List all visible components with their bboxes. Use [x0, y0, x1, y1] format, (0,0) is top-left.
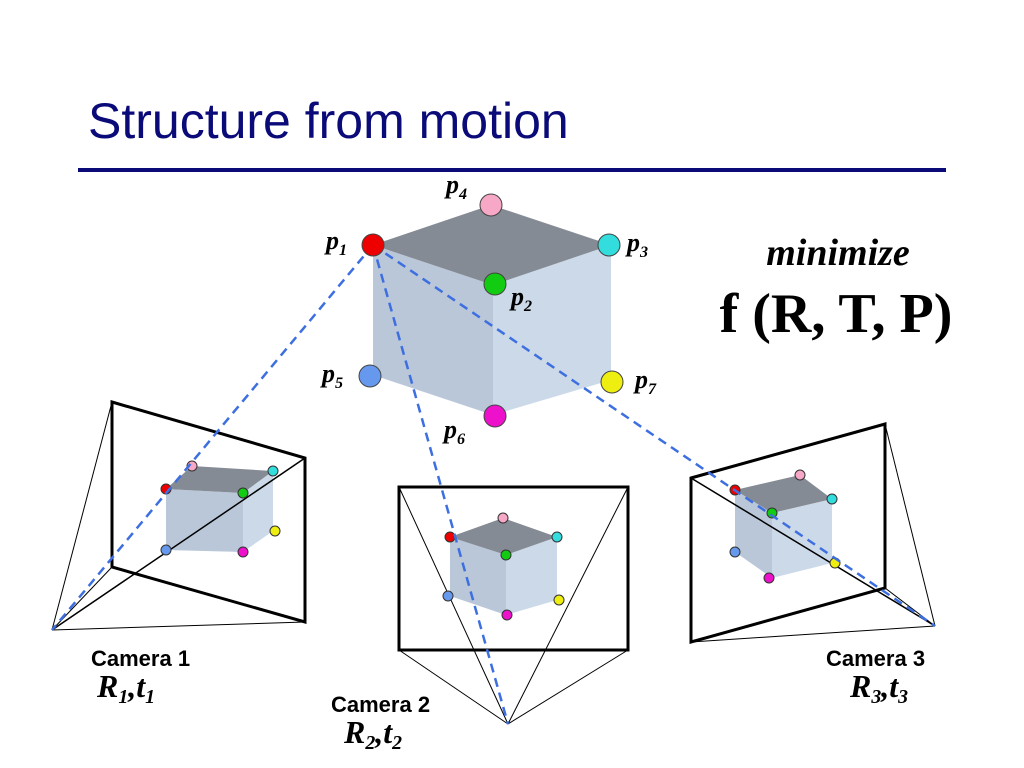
cube-right-face [493, 245, 611, 415]
label-p7: p7 [633, 365, 657, 398]
point-p7 [600, 370, 624, 394]
point-p2 [483, 272, 507, 296]
point-p6 [483, 404, 507, 428]
camera-3 [689, 422, 936, 644]
cam1-proj-p6 [237, 546, 249, 558]
cam1-proj-p2 [237, 487, 249, 499]
cam3-proj-p5 [729, 546, 741, 558]
camera-labels: Camera 1 R1,t1 Camera 2 R2,t2 Camera 3 R… [91, 646, 925, 754]
cam2-proj-p3 [551, 531, 563, 543]
ray-to-camera-2 [371, 244, 510, 725]
cam1-proj-p5 [160, 544, 172, 556]
cam3-proj-p6 [763, 572, 775, 584]
cam2-proj-p5 [442, 590, 454, 602]
camera-1-params: R1,t1 [96, 668, 155, 708]
camera-1-name: Camera 1 [91, 646, 190, 671]
point-p3 [597, 233, 621, 257]
label-p4: p4 [444, 170, 467, 203]
objective-verb: minimize [766, 232, 910, 274]
cam2-proj-p7 [553, 594, 565, 606]
camera-1-axis-line [51, 457, 306, 631]
scene-points [358, 193, 624, 428]
objective-formula: f (R, T, P) [720, 283, 953, 345]
point-p1 [361, 233, 385, 257]
point-p5 [358, 364, 382, 388]
cube-top-face [373, 205, 611, 285]
cube-left-face [373, 245, 493, 415]
slide-title: Structure from motion [88, 93, 569, 149]
objective: minimize f (R, T, P) [720, 232, 953, 345]
main-cube [373, 205, 611, 415]
label-p6: p6 [442, 415, 466, 448]
camera-3-projected-cube [735, 475, 832, 578]
label-p2: p2 [509, 282, 532, 315]
camera-3-axis-line [690, 477, 936, 627]
ray-to-camera-1 [51, 244, 374, 631]
camera-2-projected-points [442, 512, 565, 621]
cam2-proj-p4 [497, 512, 509, 524]
camera-2 [397, 485, 630, 725]
point-labels: p4 p1 p3 p2 p5 p7 p6 [320, 170, 657, 448]
camera-3-params: R3,t3 [849, 668, 908, 708]
camera-2-params: R2,t2 [343, 714, 402, 754]
camera-3-name: Camera 3 [826, 646, 925, 671]
cam3-proj-p2 [766, 507, 778, 519]
label-p3: p3 [625, 228, 648, 261]
camera-1-projected-cube [166, 466, 273, 552]
cam1-proj-p7 [269, 525, 281, 537]
camera-2-name: Camera 2 [331, 692, 430, 717]
projection-rays [51, 243, 936, 725]
camera-2-projected-cube [450, 518, 557, 615]
point-p4 [479, 193, 503, 217]
label-p5: p5 [320, 359, 343, 392]
camera-1 [51, 400, 307, 631]
label-p1: p1 [324, 226, 347, 259]
cam2-proj-p1 [444, 531, 456, 543]
title-rule [78, 168, 946, 172]
ray-to-camera-3 [372, 243, 936, 628]
cam2-proj-p2 [500, 549, 512, 561]
cam3-proj-p4 [794, 469, 806, 481]
cam2-proj-p6 [501, 609, 513, 621]
cam3-proj-p3 [826, 493, 838, 505]
cam1-proj-p3 [267, 465, 279, 477]
camera-2-frustum [398, 486, 629, 725]
